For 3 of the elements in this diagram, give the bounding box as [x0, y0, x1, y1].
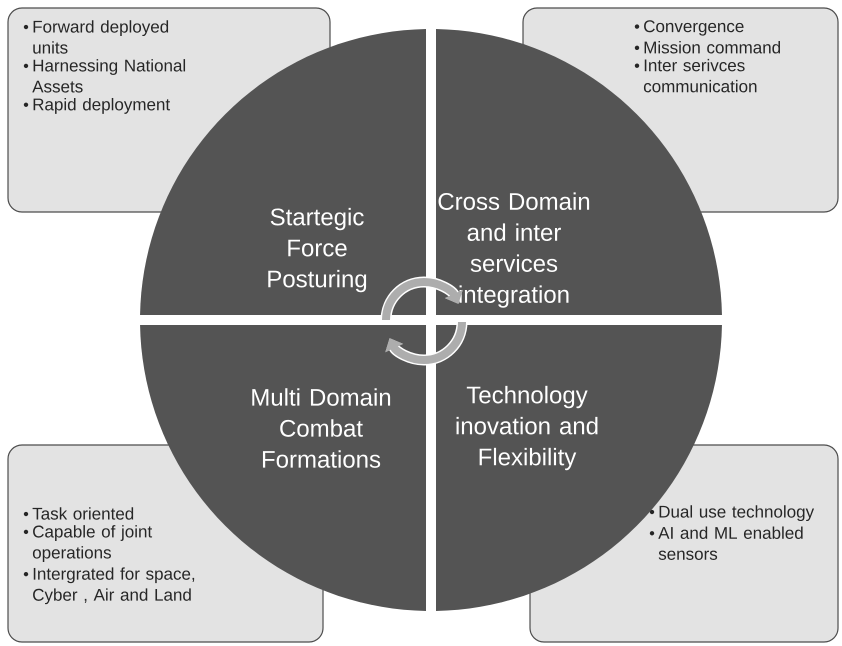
- bullet-item: Task oriented: [24, 507, 134, 520]
- curved-arrow: [385, 322, 468, 366]
- curved-arrow: [380, 276, 463, 320]
